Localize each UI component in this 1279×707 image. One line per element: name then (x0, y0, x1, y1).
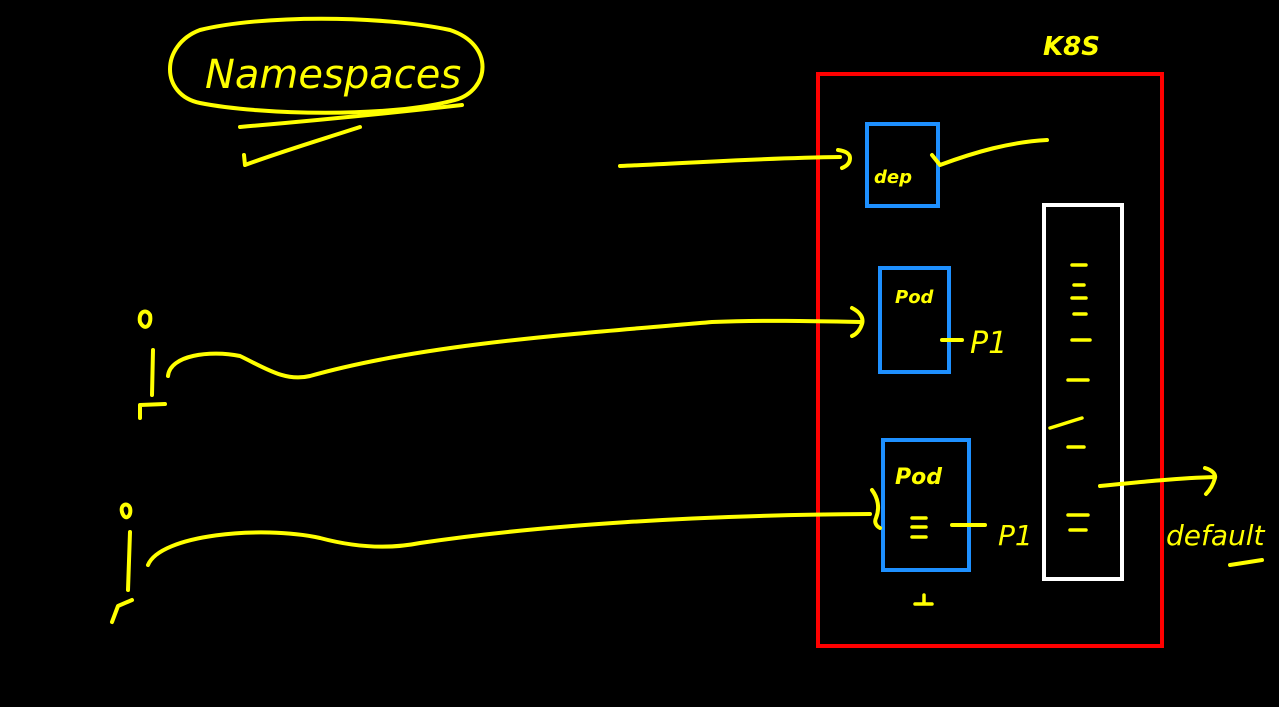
title-underline (238, 103, 464, 129)
cluster-group: K8S (816, 32, 1164, 648)
user-1-figure (137, 309, 167, 420)
pod-label-dep: dep (874, 167, 912, 188)
namespace-list-arrow (1098, 466, 1218, 496)
title-group: Namespaces (168, 16, 485, 167)
namespace-list: default (1042, 203, 1266, 581)
dep-outgoing-line (930, 138, 1049, 167)
user-2-figure (110, 502, 134, 624)
title-text: Namespaces (205, 52, 461, 98)
pod-2: Pod P1 (881, 438, 1033, 606)
pod-label-2: Pod (895, 465, 942, 490)
pod-1: Pod P1 (878, 266, 1007, 374)
namespace-list-entries (1048, 263, 1092, 532)
namespace-list-underline (1228, 558, 1264, 567)
pod-box-2 (881, 438, 971, 572)
pod-tag-2: P1 (998, 519, 1033, 552)
namespace-list-box (1042, 203, 1124, 581)
pod-2-bottom-mark (913, 593, 934, 606)
cluster-boundary (816, 72, 1164, 648)
connection-user-1-to-pod-1 (166, 306, 865, 380)
pod-2-lines (910, 516, 928, 539)
connection-user-2-to-pod-2 (146, 488, 882, 567)
connection-to-dep (618, 148, 852, 170)
pod-tag-1: P1 (970, 326, 1007, 361)
title-circle (168, 16, 485, 115)
title-checkmark (242, 125, 362, 167)
pod-box-dep (865, 122, 940, 208)
namespace-list-label: default (1166, 519, 1266, 552)
pod-dep: dep (865, 122, 1049, 208)
pod-label-1: Pod (895, 287, 935, 308)
pod-box-1 (878, 266, 951, 374)
cluster-label: K8S (1043, 32, 1100, 62)
connections (110, 148, 882, 624)
